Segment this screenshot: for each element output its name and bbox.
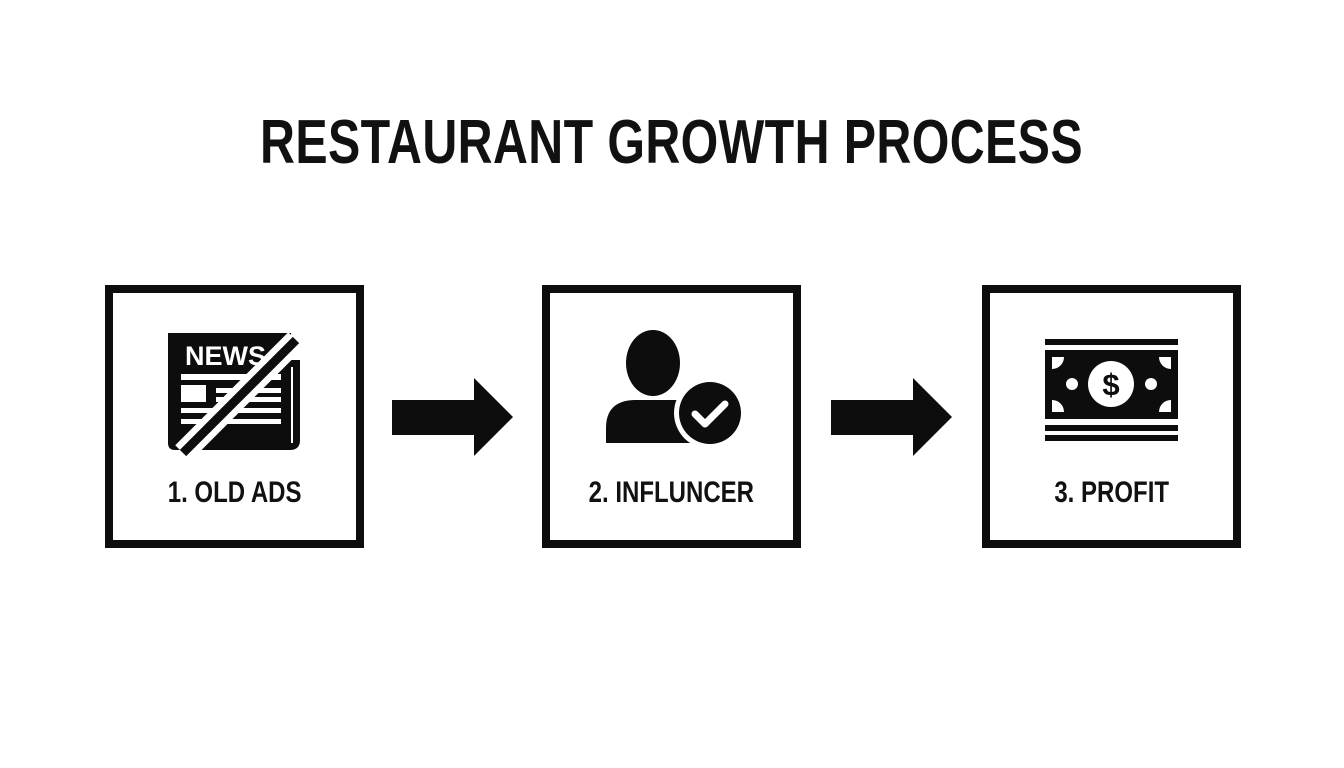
step-label: 2. INFLUNCER <box>588 476 755 509</box>
checkmark-icon <box>691 400 729 428</box>
newspaper-heading-text: NEWS <box>185 341 266 371</box>
crossed-out-newspaper-icon: NEWS <box>168 332 304 461</box>
money-bill-icon: $ <box>1045 339 1178 441</box>
step-label: 3. PROFIT <box>1054 476 1169 509</box>
arrow-right-icon <box>392 378 513 456</box>
diagram-title: RESTAURANT GROWTH PROCESS <box>0 108 1344 178</box>
dollar-sign-icon: $ <box>1102 367 1119 402</box>
verified-person-icon <box>606 330 746 449</box>
step-label: 1. OLD ADS <box>167 476 302 509</box>
step-old-ads: NEWS 1. OLD ADS <box>105 285 364 548</box>
arrow-right-icon <box>831 378 952 456</box>
step-influencer: 2. INFLUNCER <box>542 285 801 548</box>
diagram-title-text: RESTAURANT GROWTH PROCESS <box>260 108 1084 177</box>
step-profit: $ 3. PROFIT <box>982 285 1241 548</box>
